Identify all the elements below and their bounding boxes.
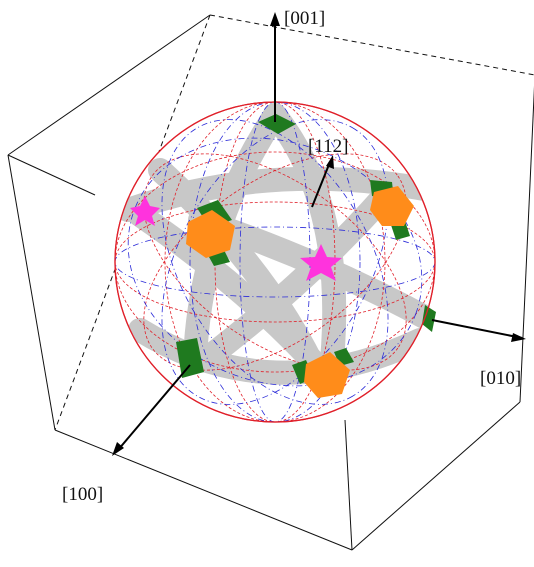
magenta-star-marker — [300, 244, 342, 281]
cube-front-edges — [7, 14, 534, 551]
green-marker — [258, 114, 296, 134]
arrow-heads — [112, 12, 526, 456]
label-112: [112] — [308, 136, 348, 157]
magenta-markers — [130, 196, 342, 281]
orange-markers — [186, 186, 414, 398]
orange-marker — [304, 352, 350, 398]
label-010: [010] — [480, 368, 521, 389]
arrowhead-001 — [270, 12, 280, 26]
label-001: [001] — [284, 8, 325, 29]
axis-100-arrow — [117, 364, 191, 451]
orange-marker — [370, 186, 414, 226]
green-marker — [422, 305, 436, 332]
green-marker — [176, 338, 204, 378]
arrowhead-100 — [112, 442, 124, 456]
magenta-star-marker — [130, 196, 160, 226]
orange-marker — [186, 210, 235, 258]
axis-arrows — [117, 20, 523, 451]
axis-010-arrow — [431, 319, 523, 339]
label-100: [100] — [62, 484, 103, 505]
arrowhead-112 — [326, 155, 334, 169]
arrowhead-010 — [511, 333, 526, 342]
cube-back-edges — [54, 14, 534, 431]
axis-112-arrow — [311, 161, 331, 208]
